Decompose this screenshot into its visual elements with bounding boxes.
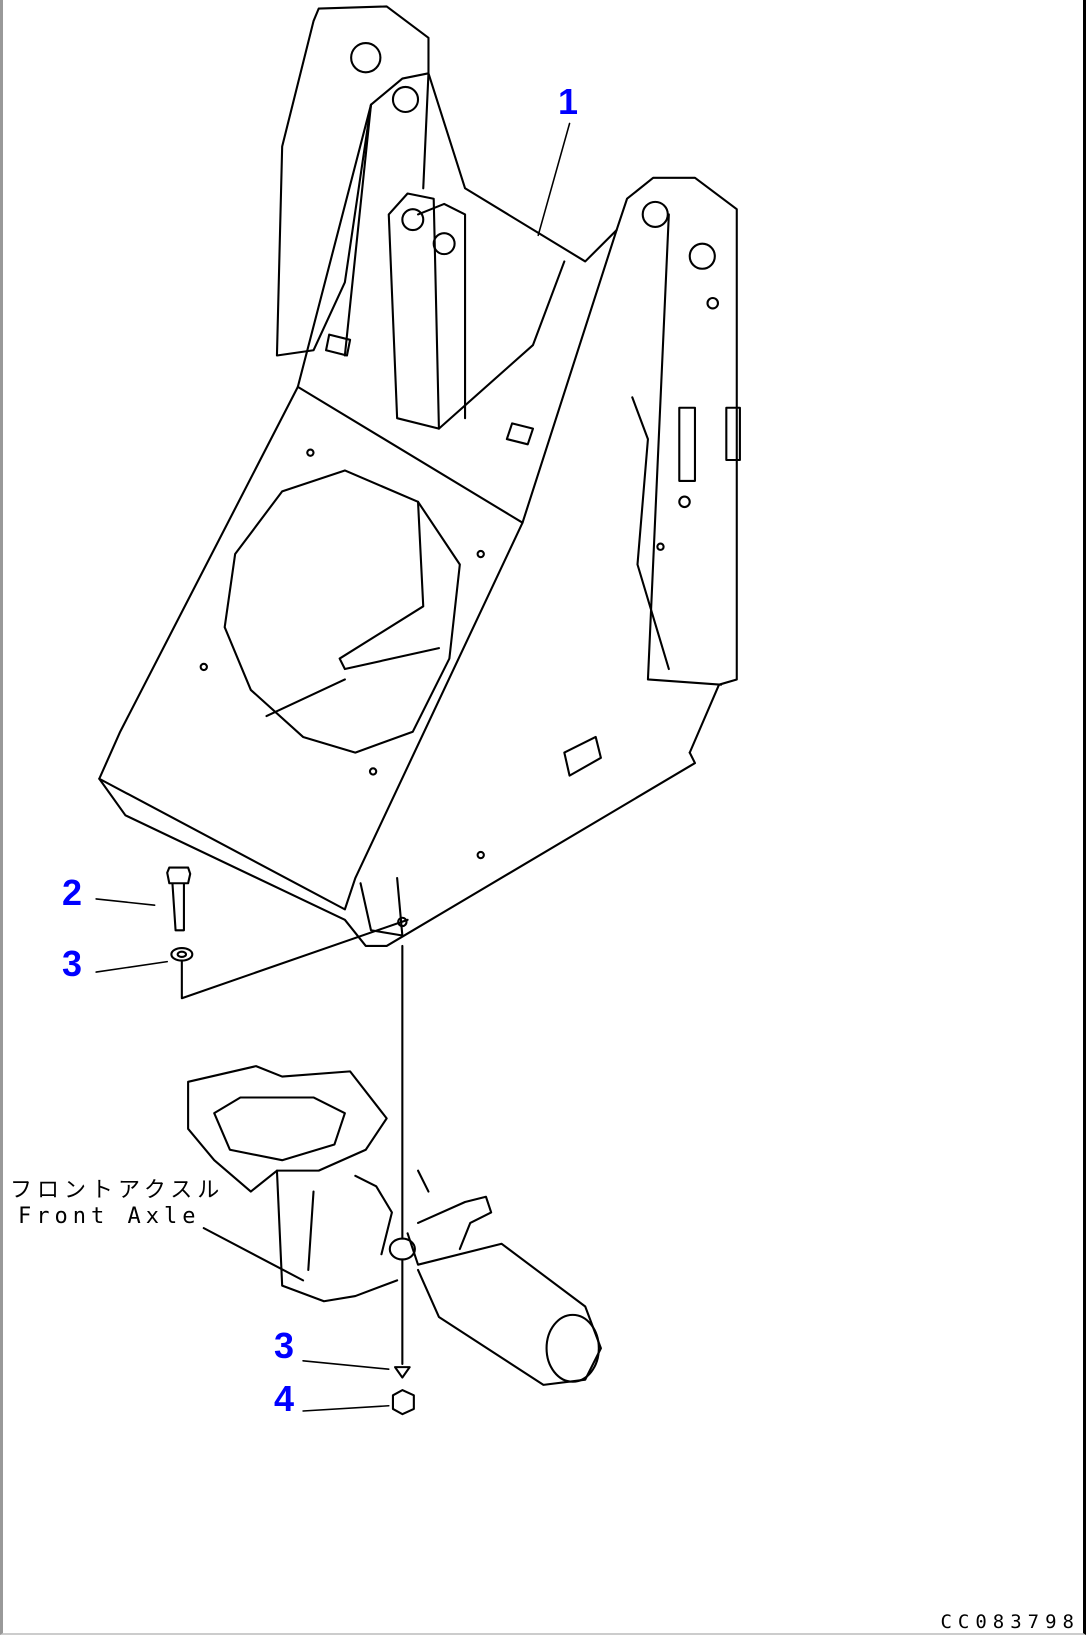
- front-frame: [98, 5, 741, 947]
- callout-1: 1: [558, 81, 579, 122]
- front-axle-label: フロントアクスル Front Axle: [10, 1178, 224, 1230]
- front-axle-label-english: Front Axle: [18, 1204, 201, 1229]
- leader-lines: [95, 122, 571, 1412]
- front-axle-label-japanese: フロントアクスル: [10, 1178, 225, 1203]
- drawing-code: CC083798: [940, 1611, 1080, 1633]
- callout-2: 2: [62, 872, 83, 913]
- callout-3-washer-lower: 3: [274, 1325, 295, 1366]
- callout-3-washer-upper: 3: [62, 943, 83, 984]
- callout-4: 4: [274, 1378, 295, 1419]
- front-axle: [187, 1065, 602, 1386]
- fasteners: [166, 866, 415, 1416]
